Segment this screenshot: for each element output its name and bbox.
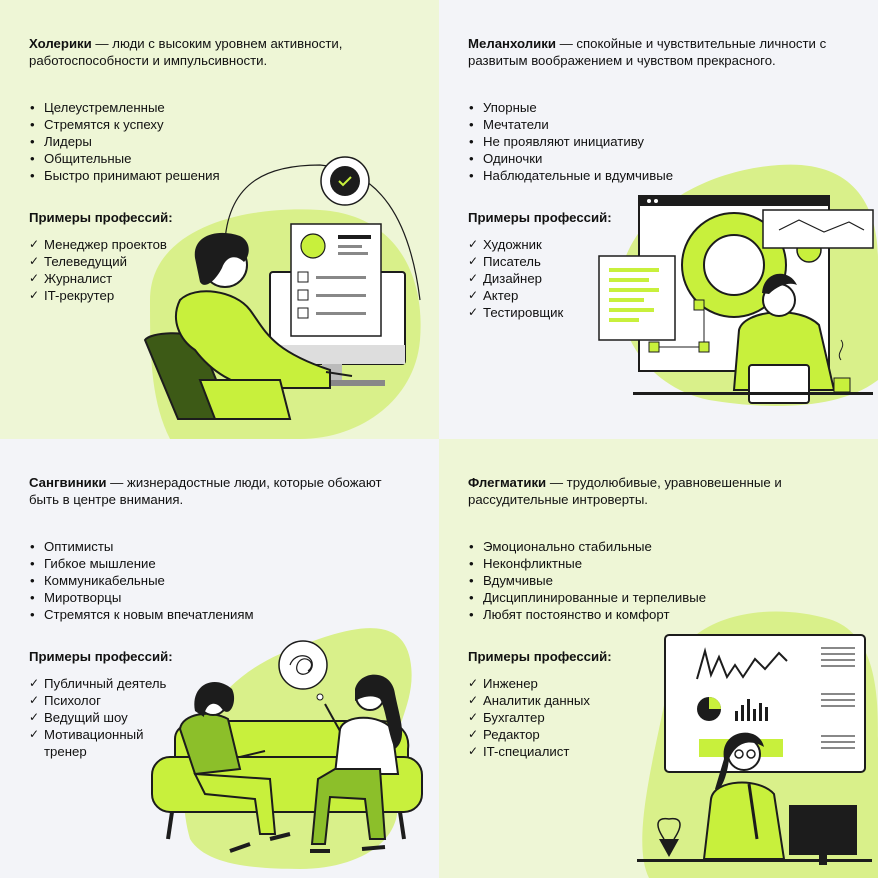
profession-item: Писатель: [468, 253, 828, 270]
cholerics-intro: Холерики — люди с высоким уровнем активн…: [29, 35, 389, 69]
phlegmatics-text: Флегматики — трудолюбивые, уравновешенны…: [468, 474, 828, 760]
phlegmatics-panel: Флегматики — трудолюбивые, уравновешенны…: [439, 439, 878, 878]
melancholics-prof-title: Примеры профессий:: [468, 210, 612, 225]
cholerics-name: Холерики: [29, 36, 92, 51]
sanguines-profs: Публичный деятель Психолог Ведущий шоу М…: [29, 675, 389, 760]
profession-item: Актер: [468, 287, 828, 304]
trait-item: Целеустремленные: [29, 99, 389, 116]
trait-item: Эмоционально стабильные: [468, 538, 828, 555]
cholerics-panel: Холерики — люди с высоким уровнем активн…: [0, 0, 439, 439]
phlegmatics-prof-title: Примеры профессий:: [468, 649, 612, 664]
melancholics-desc: — спокойные и чувствительные личности с …: [468, 36, 827, 68]
trait-item: Миротворцы: [29, 589, 389, 606]
profession-item: Мотивационный: [29, 726, 389, 743]
cholerics-desc: — люди с высоким уровнем активности, раб…: [29, 36, 343, 68]
profession-item: Журналист: [29, 270, 389, 287]
profession-item: Психолог: [29, 692, 389, 709]
profession-item: Дизайнер: [468, 270, 828, 287]
trait-item: Лидеры: [29, 133, 389, 150]
profession-item: Аналитик данных: [468, 692, 828, 709]
profession-item: Художник: [468, 236, 828, 253]
sanguines-desc: — жизнерадостные люди, которые обожают б…: [29, 475, 382, 507]
trait-item: Оптимисты: [29, 538, 389, 555]
melancholics-traits: Упорные Мечтатели Не проявляют инициатив…: [468, 99, 828, 184]
trait-item: Любят постоянство и комфорт: [468, 606, 828, 623]
melancholics-intro: Меланхолики — спокойные и чувствительные…: [468, 35, 828, 69]
profession-item: Тестировщик: [468, 304, 828, 321]
profession-item: Редактор: [468, 726, 828, 743]
trait-item: Стремятся к новым впечатлениям: [29, 606, 389, 623]
trait-item: Общительные: [29, 150, 389, 167]
trait-item: Быстро принимают решения: [29, 167, 389, 184]
sanguines-panel: Сангвиники — жизнерадостные люди, которы…: [0, 439, 439, 878]
trait-item: Стремятся к успеху: [29, 116, 389, 133]
profession-item: IT-рекрутер: [29, 287, 389, 304]
sanguines-prof-title: Примеры профессий:: [29, 649, 173, 664]
sanguines-intro: Сангвиники — жизнерадостные люди, которы…: [29, 474, 389, 508]
phlegmatics-desc: — трудолюбивые, уравновешенные и рассуди…: [468, 475, 782, 507]
profession-item: IT-специалист: [468, 743, 828, 760]
cholerics-text: Холерики — люди с высоким уровнем активн…: [29, 35, 389, 304]
melancholics-panel: Меланхолики — спокойные и чувствительные…: [439, 0, 878, 439]
sanguines-traits: Оптимисты Гибкое мышление Коммуникабельн…: [29, 538, 389, 623]
trait-item: Гибкое мышление: [29, 555, 389, 572]
trait-item: Одиночки: [468, 150, 828, 167]
trait-item: Вдумчивые: [468, 572, 828, 589]
profession-item: Менеджер проектов: [29, 236, 389, 253]
trait-item: Мечтатели: [468, 116, 828, 133]
cholerics-profs: Менеджер проектов Телеведущий Журналист …: [29, 236, 389, 304]
phlegmatics-profs: Инженер Аналитик данных Бухгалтер Редакт…: [468, 675, 828, 760]
trait-item: Неконфликтные: [468, 555, 828, 572]
trait-item: Упорные: [468, 99, 828, 116]
profession-item: Телеведущий: [29, 253, 389, 270]
phlegmatics-traits: Эмоционально стабильные Неконфликтные Вд…: [468, 538, 828, 623]
trait-item: Не проявляют инициативу: [468, 133, 828, 150]
profession-item: тренер: [44, 744, 87, 759]
melancholics-profs: Художник Писатель Дизайнер Актер Тестиро…: [468, 236, 828, 321]
phlegmatics-name: Флегматики: [468, 475, 547, 490]
melancholics-text: Меланхолики — спокойные и чувствительные…: [468, 35, 828, 321]
trait-item: Наблюдательные и вдумчивые: [468, 167, 828, 184]
phlegmatics-intro: Флегматики — трудолюбивые, уравновешенны…: [468, 474, 828, 508]
profession-item: Инженер: [468, 675, 828, 692]
sanguines-name: Сангвиники: [29, 475, 107, 490]
trait-item: Дисциплинированные и терпеливые: [468, 589, 828, 606]
profession-item: Бухгалтер: [468, 709, 828, 726]
sanguines-text: Сангвиники — жизнерадостные люди, которы…: [29, 474, 389, 760]
profession-item: Публичный деятель: [29, 675, 389, 692]
profession-item: Ведущий шоу: [29, 709, 389, 726]
melancholics-name: Меланхолики: [468, 36, 556, 51]
trait-item: Коммуникабельные: [29, 572, 389, 589]
cholerics-prof-title: Примеры профессий:: [29, 210, 173, 225]
cholerics-traits: Целеустремленные Стремятся к успеху Лиде…: [29, 99, 389, 184]
